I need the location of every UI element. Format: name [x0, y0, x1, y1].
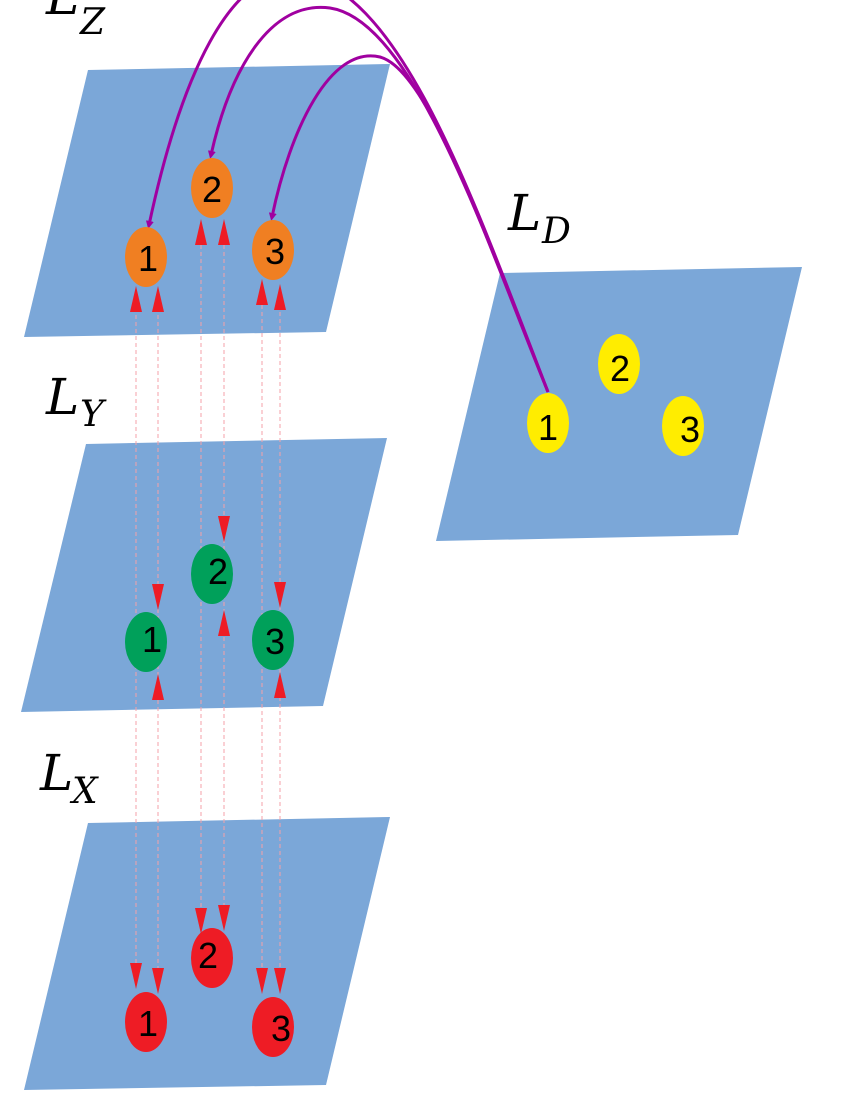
node-d-1: 1	[527, 393, 569, 453]
arrowhead-down	[274, 968, 286, 994]
node-label: 1	[138, 238, 158, 279]
arrowhead-up	[256, 279, 268, 305]
node-label: 3	[680, 409, 700, 450]
dashed-connectors	[135, 245, 281, 990]
label-l-y: L Y	[45, 368, 107, 435]
node-z-3: 3	[252, 220, 294, 280]
label-subscript: Y	[80, 394, 107, 435]
arrowhead-down	[256, 968, 268, 994]
node-x-2: 2	[191, 928, 233, 988]
arrowhead-down	[195, 908, 207, 934]
arrowhead-down	[152, 584, 164, 610]
arrowhead-up	[152, 286, 164, 312]
node-d-2: 2	[598, 334, 640, 394]
arrowhead-up	[130, 286, 142, 312]
layer-d-nodes: 1 2 3	[527, 334, 704, 456]
label-letter: L	[45, 0, 79, 26]
label-subscript: X	[69, 771, 99, 812]
node-z-1: 1	[125, 227, 167, 287]
node-label: 3	[265, 621, 285, 662]
node-label: 3	[265, 231, 285, 272]
arrowhead-up	[218, 219, 230, 245]
node-y-3: 3	[252, 610, 294, 670]
layer-z-nodes: 1 2 3	[125, 158, 294, 287]
arrowhead-down	[152, 968, 164, 994]
arrowhead-down	[218, 905, 230, 931]
node-y-1: 1	[125, 612, 167, 672]
node-label: 1	[138, 1003, 158, 1044]
label-l-x: L X	[39, 744, 99, 812]
layer-y-nodes: 1 2 3	[125, 544, 294, 672]
node-label: 2	[202, 169, 222, 210]
arrowhead-up	[195, 219, 207, 245]
node-label: 2	[208, 551, 228, 592]
label-l-z: L Z	[45, 0, 106, 43]
label-letter: L	[507, 184, 541, 242]
node-z-2: 2	[191, 158, 233, 218]
curve-to-z3	[268, 54, 550, 393]
node-x-1: 1	[125, 992, 167, 1052]
arrowhead-up	[218, 610, 230, 636]
inter-layer-curves	[145, 0, 550, 393]
label-letter: L	[45, 368, 79, 426]
label-l-d: L D	[507, 184, 571, 252]
node-label: 2	[610, 348, 630, 389]
label-letter: L	[39, 744, 73, 802]
node-label: 1	[142, 619, 162, 660]
arrowhead-up	[152, 674, 164, 700]
layer-x-nodes: 1 2 3	[125, 928, 294, 1057]
arrowhead-down	[274, 582, 286, 608]
node-y-2: 2	[191, 544, 233, 604]
arrowhead-down	[218, 516, 230, 542]
node-x-3: 3	[252, 997, 294, 1057]
arrowhead-down	[130, 963, 142, 989]
arrowhead-up	[274, 284, 286, 310]
node-d-3: 3	[662, 396, 704, 456]
node-label: 1	[538, 407, 558, 448]
node-label: 2	[198, 935, 218, 976]
label-subscript: D	[541, 211, 571, 252]
red-arrowheads	[130, 219, 286, 994]
arrowhead-up	[274, 672, 286, 698]
label-subscript: Z	[79, 2, 106, 43]
plane-d	[436, 267, 802, 541]
node-label: 3	[271, 1008, 291, 1049]
